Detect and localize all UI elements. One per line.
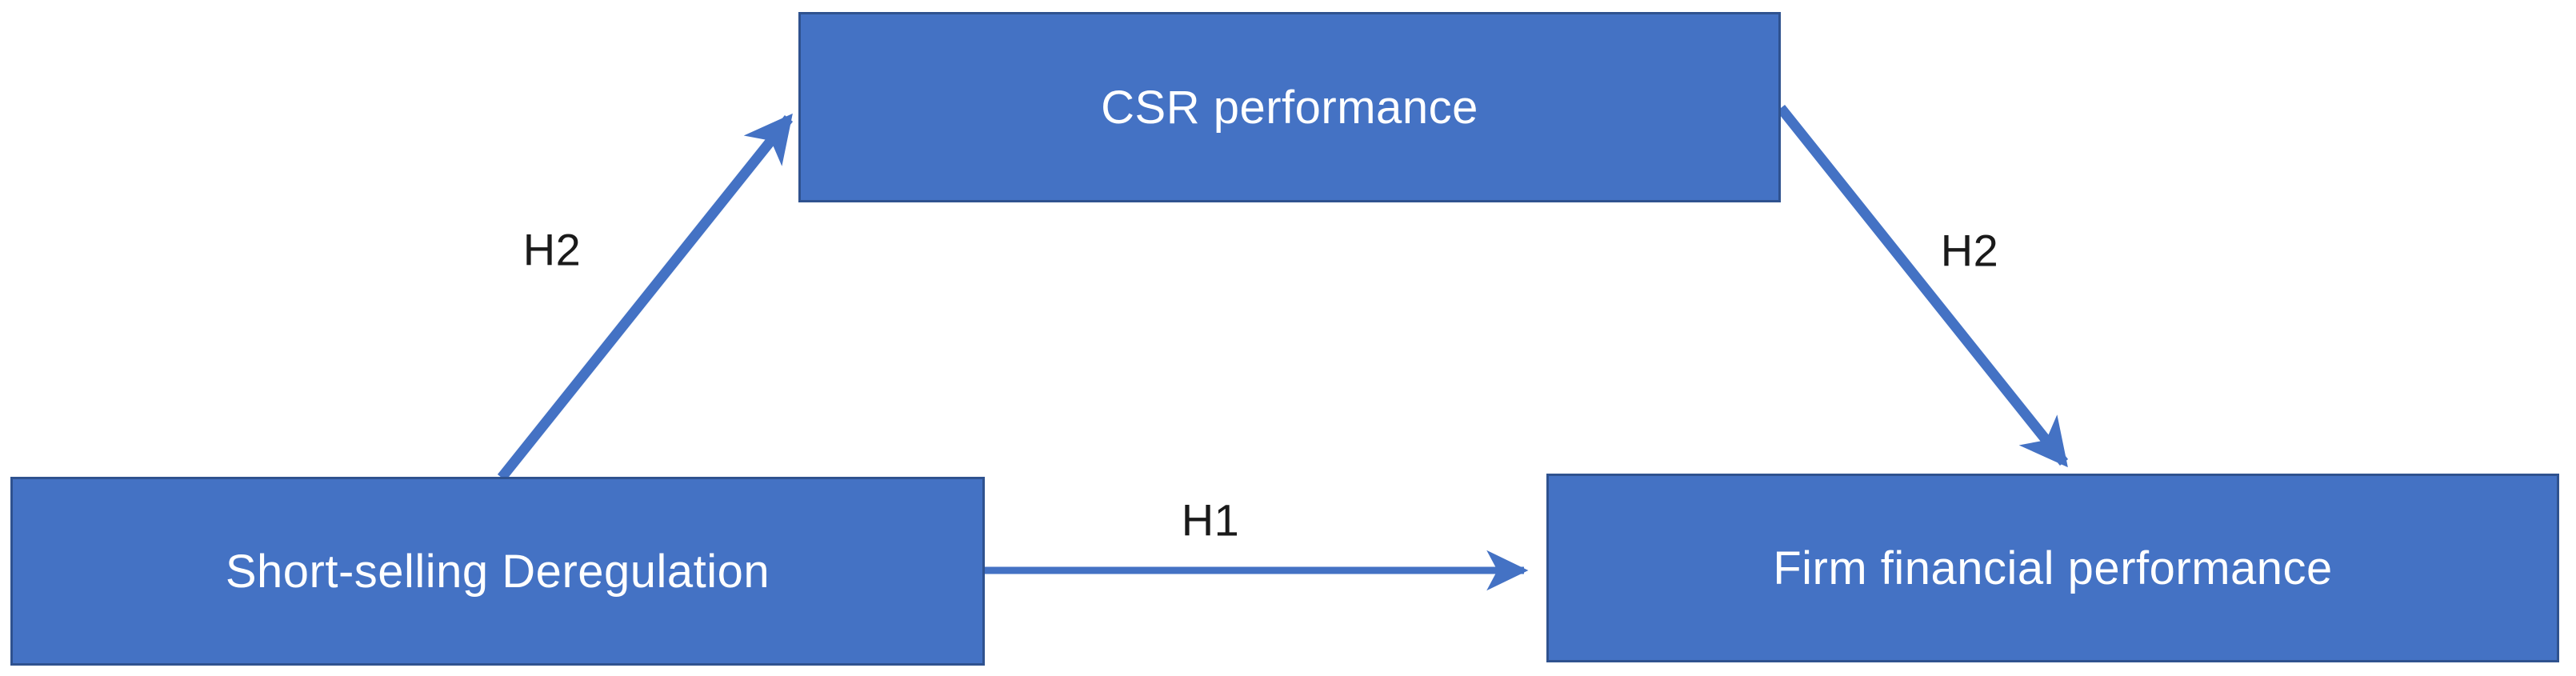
node-short-selling-deregulation[interactable]: Short-selling Deregulation <box>10 477 985 666</box>
node-csr-performance[interactable]: CSR performance <box>798 12 1781 202</box>
node-csr-performance-label: CSR performance <box>1101 81 1478 134</box>
node-firm-financial-performance-label: Firm financial performance <box>1773 542 2333 594</box>
node-firm-financial-performance[interactable]: Firm financial performance <box>1546 474 2559 662</box>
edge-label-h1-ssd-to-ffp: H1 <box>1181 494 1240 546</box>
edge-csr-to-ffp <box>1776 104 2069 468</box>
edge-ssd-to-csr <box>497 113 794 482</box>
edge-label-h2-csr-to-ffp: H2 <box>1940 225 1999 276</box>
edge-label-h2-ssd-to-csr: H2 <box>522 224 582 275</box>
node-short-selling-deregulation-label: Short-selling Deregulation <box>225 545 770 598</box>
